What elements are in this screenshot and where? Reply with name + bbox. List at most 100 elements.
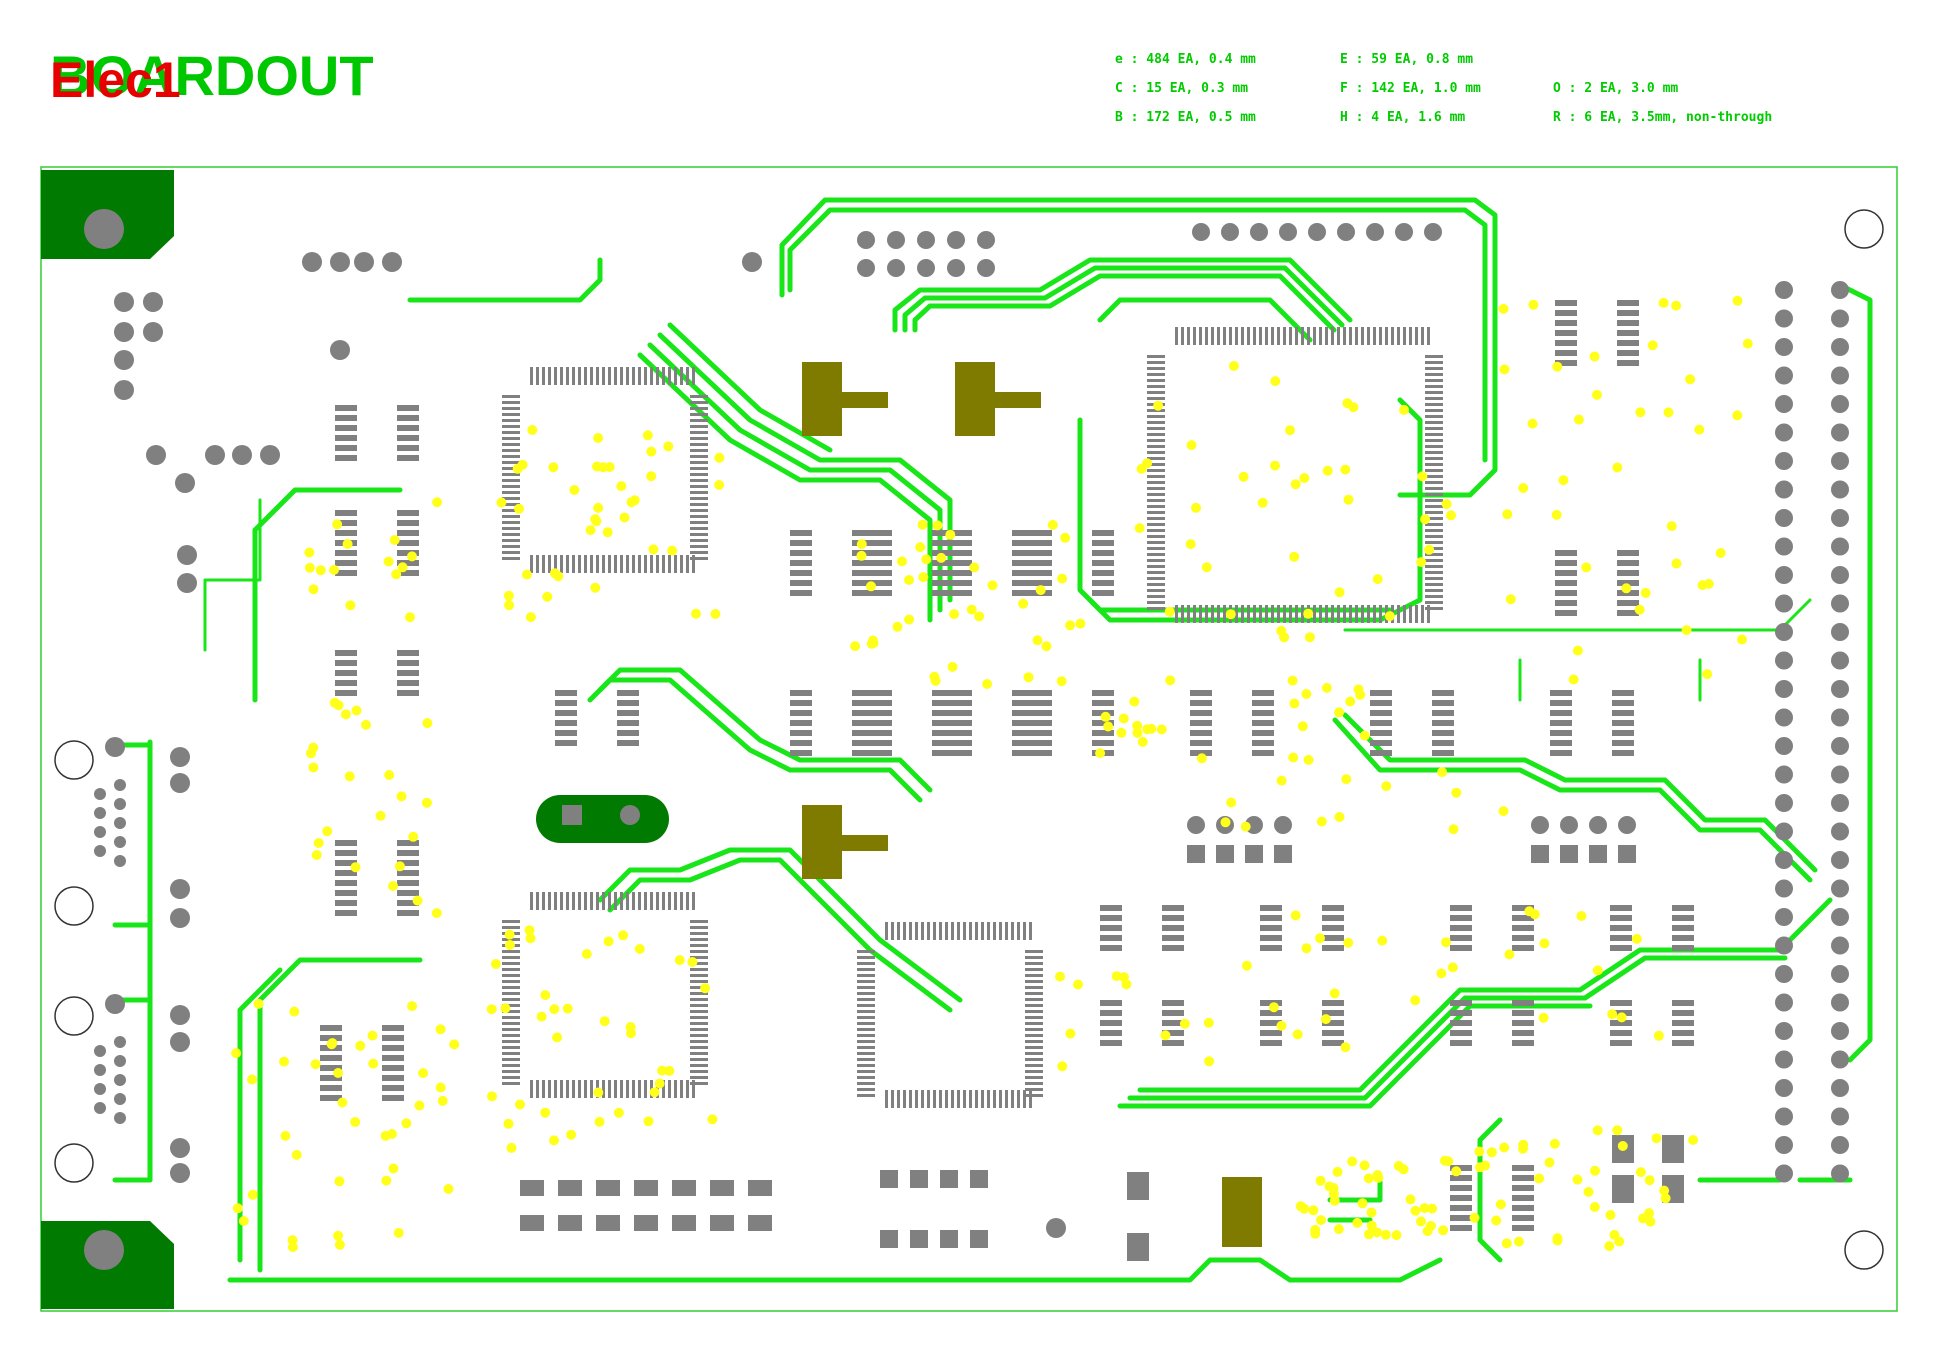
- soic-17-pad-left: [1555, 560, 1577, 566]
- header-c-pin-sq: [1531, 845, 1549, 863]
- drill-legend-e: e : 484 EA, 0.4 mm: [1115, 52, 1256, 67]
- qfp-0-pin-left: [502, 455, 520, 458]
- qfp-2-pin-top: [1181, 327, 1184, 345]
- trace-left-upper: [252, 487, 403, 703]
- soic-11-pad-right: [1012, 710, 1034, 716]
- qfp-1-pin-top: [626, 892, 629, 910]
- soic-24-pad-left: [1450, 1010, 1472, 1016]
- qfp-3-pin-top: [1011, 922, 1014, 940]
- soic-6-pad-right: [1012, 560, 1034, 566]
- via: [332, 519, 343, 530]
- via: [657, 1065, 668, 1076]
- via: [1333, 1224, 1344, 1235]
- qfp-3-pin-bottom: [969, 1090, 972, 1108]
- via: [287, 1242, 298, 1253]
- qfp-0-pin-right: [690, 551, 708, 554]
- qfp-3-pin-left: [857, 1088, 875, 1091]
- via: [1111, 971, 1122, 982]
- header-right-pin: [1831, 309, 1849, 328]
- qfp-2-pin-top: [1427, 327, 1430, 345]
- trace-thin-left-a: [203, 498, 262, 652]
- soic-10-pad-right: [932, 750, 954, 756]
- qfp-3-pin-bottom: [981, 1090, 984, 1108]
- via: [1315, 1175, 1326, 1186]
- via: [337, 1097, 348, 1108]
- resistor-pad: [596, 1215, 620, 1231]
- qfp-2-pin-right: [1425, 517, 1443, 520]
- qfp-3-pin-left: [857, 1010, 875, 1013]
- via: [1451, 787, 1462, 798]
- qfp-2-pin-bottom: [1415, 605, 1418, 623]
- qfp-2-pin-right: [1425, 601, 1443, 604]
- header-left-pin: [1775, 366, 1793, 385]
- qfp-1-pin-top: [584, 892, 587, 910]
- header-a-pin: [917, 231, 935, 249]
- soic-17-pad-left: [1555, 610, 1577, 616]
- qfp-1-pin-bottom: [548, 1080, 551, 1098]
- via: [1347, 1156, 1358, 1167]
- via: [569, 485, 580, 495]
- qfp-1-pin-top: [668, 892, 671, 910]
- qfp-2-pin-right: [1425, 415, 1443, 418]
- qfp-1-pin-top: [572, 892, 575, 910]
- qfp-0-pin-right: [690, 467, 708, 470]
- via: [1576, 911, 1587, 921]
- via: [380, 1130, 391, 1141]
- crystal-pad-square: [562, 805, 582, 825]
- trace-upper-bus-a: [892, 257, 1353, 333]
- via: [1671, 558, 1682, 569]
- soic-23-pad-left: [1260, 1040, 1282, 1046]
- qfp-2-pin-top: [1295, 327, 1298, 345]
- soic-6-pad-left: [950, 580, 972, 586]
- soic-14-pad-left: [1370, 710, 1392, 716]
- soic-22-pad-left: [1100, 1020, 1122, 1026]
- qfp-2-pin-top: [1307, 327, 1310, 345]
- via: [1352, 1217, 1363, 1228]
- via: [1129, 696, 1140, 707]
- qfp-2-pin-bottom: [1253, 605, 1256, 623]
- via: [921, 554, 932, 565]
- soic-23-pad-right: [1322, 1040, 1344, 1046]
- qfp-3-pin-left: [857, 992, 875, 995]
- soic-16-pad-right: [1617, 300, 1639, 306]
- qfp-0-pin-left: [502, 449, 520, 452]
- via: [1538, 1012, 1549, 1023]
- header-right-pin: [1831, 737, 1849, 755]
- header-left-pin: [1775, 879, 1793, 898]
- soic-9-pad-right: [852, 740, 874, 746]
- soic-25-pad-right: [1672, 1040, 1694, 1046]
- header-right-pin: [1831, 1050, 1849, 1069]
- qfp-2-pin-bottom: [1241, 605, 1244, 623]
- misc-pad: [177, 545, 197, 565]
- soic-22-pad-right: [1162, 1010, 1184, 1016]
- qfp-1-pin-right: [690, 1016, 708, 1019]
- qfp-2-pin-left: [1147, 541, 1165, 544]
- via: [987, 580, 998, 591]
- via: [1257, 497, 1268, 508]
- qfp-0-pin-top: [692, 367, 695, 385]
- via: [350, 1117, 361, 1127]
- via: [1288, 752, 1299, 763]
- soic-13-pad-left: [1190, 700, 1212, 706]
- via: [904, 575, 914, 585]
- qfp-1-pin-bottom: [608, 1080, 611, 1098]
- qfp-2-pin-bottom: [1199, 605, 1202, 623]
- soic-6-pad-right: [1012, 570, 1034, 576]
- qfp-3-pin-top: [945, 922, 948, 940]
- soic-12-pad-left: [1030, 730, 1052, 736]
- soic-1-pad-right: [397, 560, 419, 566]
- qfp-3-pin-right: [1025, 1016, 1043, 1019]
- soic-16-pad-left: [1555, 340, 1577, 346]
- via: [892, 621, 903, 632]
- qfp-2-pin-bottom: [1211, 605, 1214, 623]
- qfp-1-pin-left: [502, 920, 520, 923]
- header-right-pin: [1831, 366, 1849, 385]
- via: [1136, 463, 1147, 474]
- qfp-1-pin-right: [690, 956, 708, 959]
- qfp-2-pin-right: [1425, 571, 1443, 574]
- qfp-0-pin-left: [502, 419, 520, 422]
- misc-pad: [232, 445, 252, 465]
- trace-ring-left: [1077, 417, 1393, 613]
- via: [581, 949, 592, 959]
- qfp-2-pin-top: [1337, 327, 1340, 345]
